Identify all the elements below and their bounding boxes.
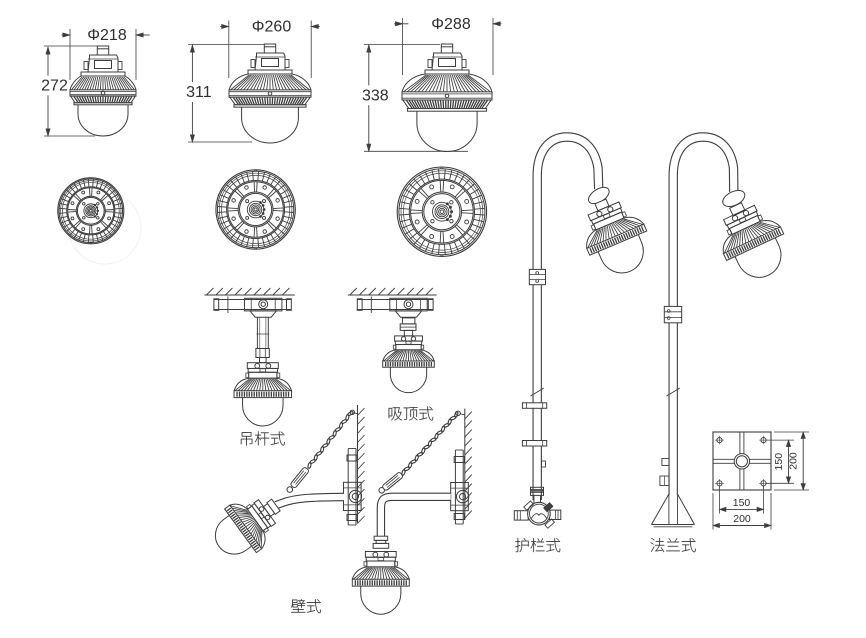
svg-text:Φ288: Φ288 — [431, 16, 471, 33]
svg-text:272: 272 — [41, 78, 68, 95]
svg-text:150: 150 — [773, 453, 785, 471]
svg-text:338: 338 — [362, 87, 389, 104]
svg-text:Φ260: Φ260 — [252, 19, 292, 36]
svg-text:Φ218: Φ218 — [87, 27, 127, 44]
svg-text:200: 200 — [733, 513, 751, 525]
svg-text:200: 200 — [788, 452, 800, 470]
svg-text:150: 150 — [733, 497, 751, 509]
svg-text:311: 311 — [186, 84, 212, 101]
